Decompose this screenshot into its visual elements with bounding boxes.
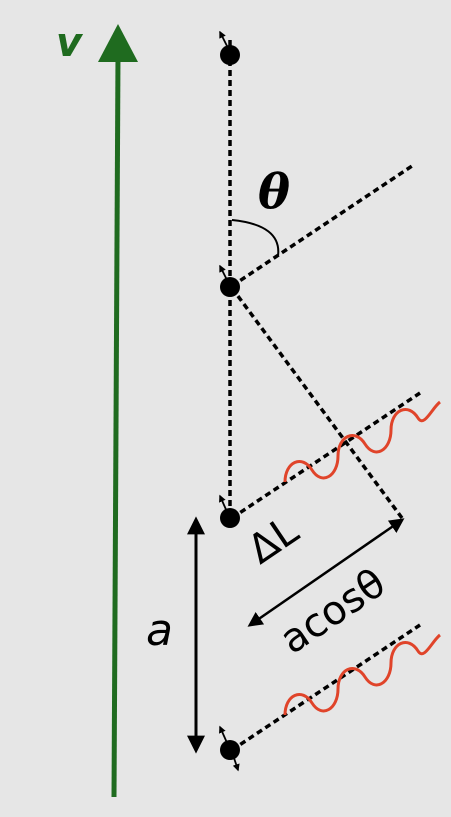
ray-lower [231,623,421,752]
theta-label: θ [258,164,290,220]
ray-upper [231,391,421,520]
spacing-label: a [146,605,173,656]
atom-middle [220,277,240,297]
atom-bottom [220,740,240,760]
atom-lower [220,508,240,528]
theta-arc [231,219,280,257]
perpendicular-line [230,286,404,520]
atom-top [220,45,240,65]
projection-arrow [247,518,405,627]
velocity-arrow [98,24,138,798]
path-difference-label: ΔL [240,507,307,573]
wave-lower [283,633,442,716]
emission-direction-line [231,164,413,288]
projection-label: acosθ [272,560,394,663]
velocity-label: v [56,20,84,66]
wave-upper [283,400,442,483]
